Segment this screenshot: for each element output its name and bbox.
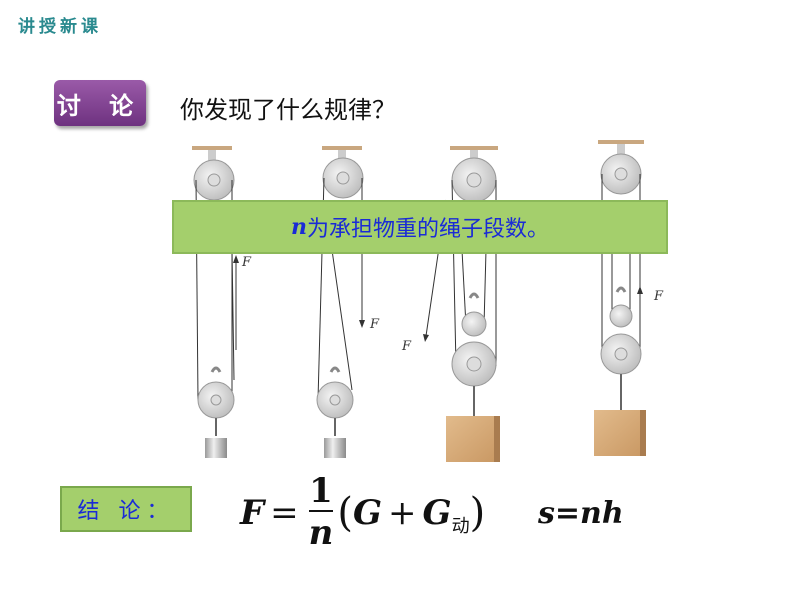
force-label: F — [369, 317, 380, 332]
formula-fraction: 1 n — [309, 472, 334, 554]
pulley-system-3: F — [401, 146, 500, 462]
fraction-numerator: 1 — [309, 471, 333, 511]
ceiling-bar — [192, 146, 232, 150]
distance-formula: s=nh — [538, 496, 624, 531]
ceiling-bar — [598, 140, 644, 144]
formula-subscript: 动 — [451, 516, 470, 537]
bracket — [617, 144, 625, 154]
formula-lhs: F — [240, 493, 265, 533]
small-pulley — [461, 311, 487, 337]
fraction-denominator: n — [308, 513, 334, 553]
formula-g: G — [352, 493, 383, 533]
small-pulley — [609, 304, 633, 328]
force-label: F — [241, 255, 252, 270]
pulley-system-1: F — [192, 146, 252, 458]
close-paren: ) — [469, 490, 486, 536]
force-label: F — [401, 339, 412, 354]
ceiling-bar — [322, 146, 362, 150]
pulley-system-4: F — [594, 140, 664, 456]
load-box — [594, 410, 644, 456]
weight — [324, 438, 346, 458]
weight — [205, 438, 227, 458]
discussion-badge: 讨 论 — [54, 80, 146, 126]
bracket — [208, 150, 216, 166]
fraction-bar — [309, 510, 333, 512]
formula-g2: G — [422, 493, 452, 533]
banner-text: 为承担物重的绳子段数。 — [306, 217, 549, 242]
ceiling-bar — [450, 146, 498, 150]
open-paren: ( — [337, 490, 353, 536]
formula-equals: = — [270, 493, 299, 533]
discussion-question: 你发现了什么规律？ — [180, 96, 396, 124]
bracket — [470, 150, 478, 164]
formula-plus: + — [388, 493, 417, 533]
conclusion-label: 结 论： — [60, 486, 192, 532]
section-title: 讲授新课 — [18, 17, 102, 37]
force-label: F — [653, 289, 664, 304]
banner-variable: n — [290, 214, 307, 240]
pulley-system-2: F — [316, 146, 380, 458]
load-box — [446, 416, 498, 462]
